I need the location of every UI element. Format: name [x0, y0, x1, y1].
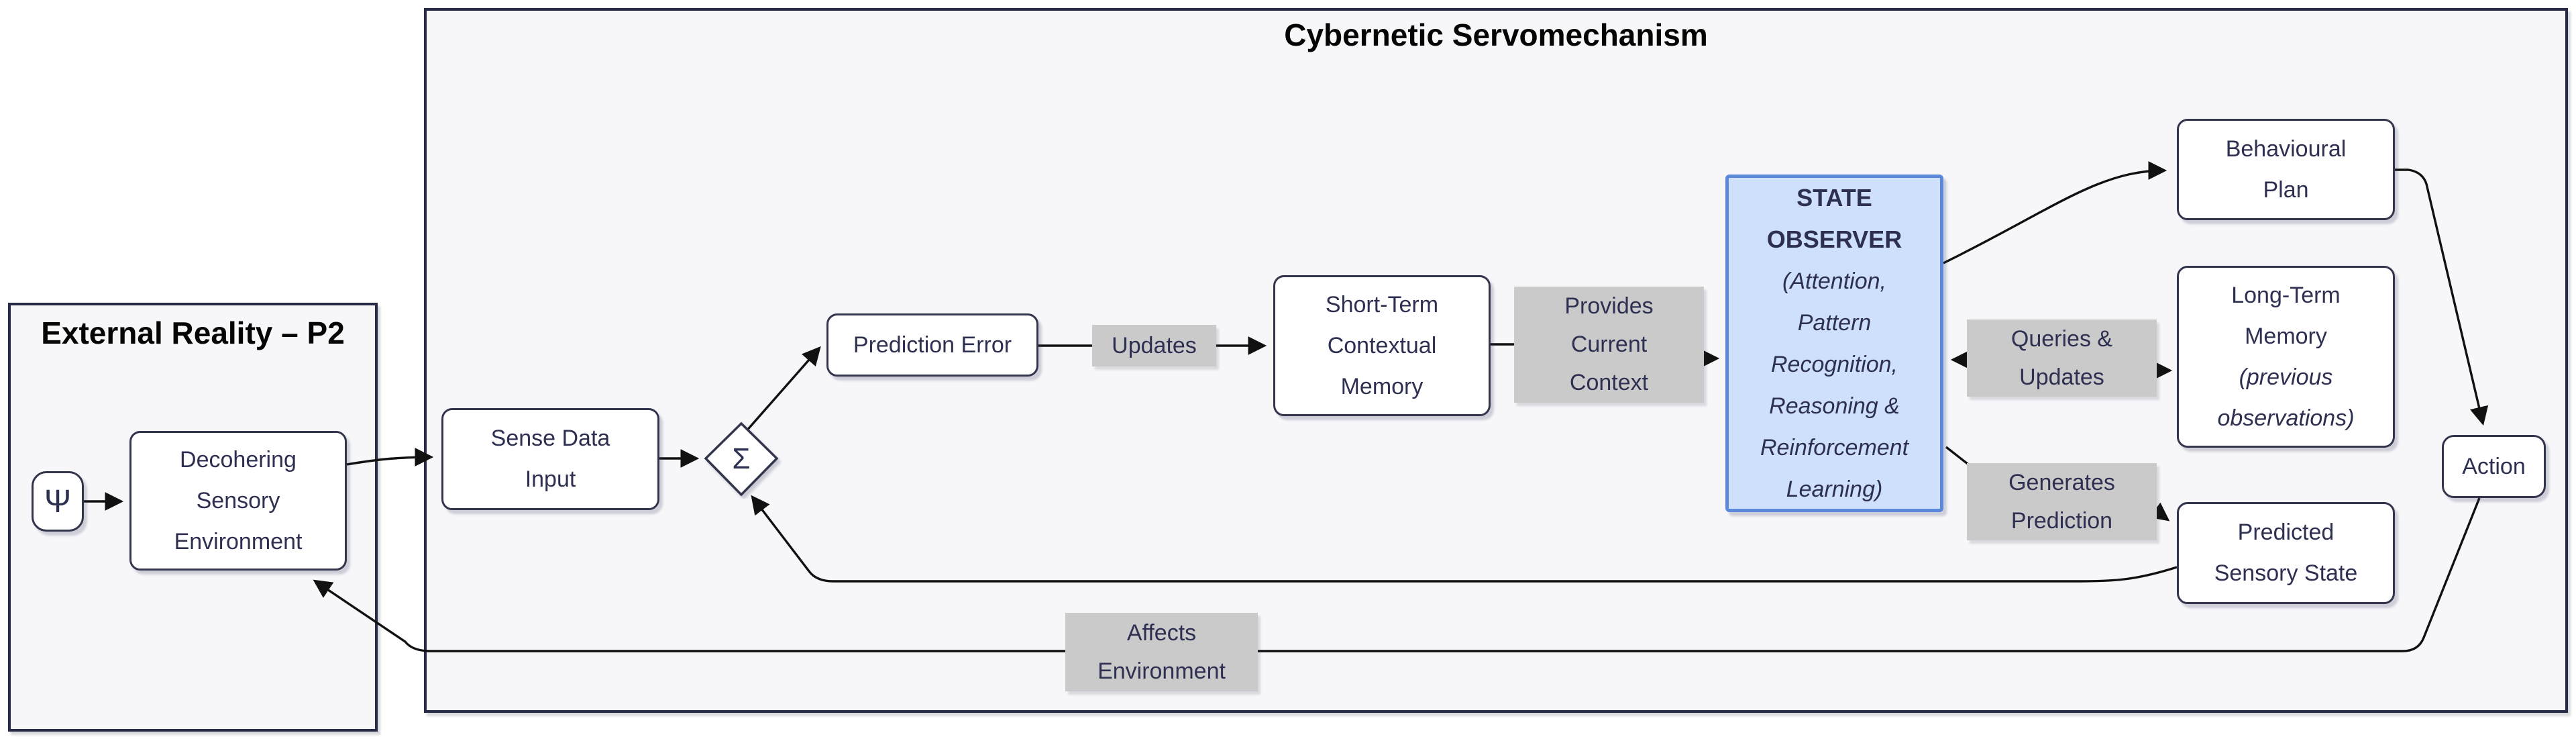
node-state-observer: STATE OBSERVER (Attention, Pattern Recog… [1725, 175, 1943, 512]
node-sense-data-input: Sense Data Input [441, 408, 659, 510]
edge-decohering-to-sense [346, 448, 434, 466]
edge-label-affects-environment: Affects Environment [1065, 613, 1258, 691]
servomechanism-title: Cybernetic Servomechanism [424, 12, 2568, 58]
external-reality-title-line2: Reality – P2 [171, 315, 345, 350]
edge-observer-to-behavioural-plan [1943, 161, 2167, 264]
node-prediction-error: Prediction Error [826, 313, 1038, 377]
node-action: Action [2442, 435, 2546, 498]
node-psi: Ψ [32, 471, 84, 532]
edge-behavioural-plan-to-action [2395, 168, 2489, 426]
node-long-term-memory: Long-Term Memory (previous observations) [2177, 266, 2395, 448]
external-reality-title: External Reality – P2 [8, 310, 378, 356]
edge-sigma-to-prediction-error [744, 346, 821, 434]
edge-label-updates: Updates [1092, 325, 1216, 366]
edge-action-affects-environment [313, 497, 2481, 652]
edge-label-generates-prediction: Generates Prediction [1967, 463, 2157, 540]
node-behavioural-plan: Behavioural Plan [2177, 119, 2395, 220]
servomechanism-title-line2: Servomechanism [1452, 17, 1708, 52]
sigma-summation-symbol: Σ [732, 442, 750, 475]
edge-label-queries-updates: Queries & Updates [1967, 319, 2157, 397]
edge-predicted-feedback-to-sigma [751, 495, 2178, 583]
servomechanism-title-line1: Cybernetic [1284, 17, 1444, 52]
edge-label-provides-current-context: Provides Current Context [1514, 287, 1704, 403]
node-short-term-contextual-memory: Short-Term Contextual Memory [1273, 275, 1491, 416]
external-reality-title-line1: External [41, 315, 163, 350]
sigma-junction: Σ [704, 422, 779, 497]
node-decohering-sensory-environment: Decohering Sensory Environment [129, 431, 347, 571]
psi-symbol: Ψ [44, 483, 72, 520]
edge-generates-to-predicted [2149, 502, 2170, 522]
node-predicted-sensory-state: Predicted Sensory State [2177, 502, 2395, 604]
